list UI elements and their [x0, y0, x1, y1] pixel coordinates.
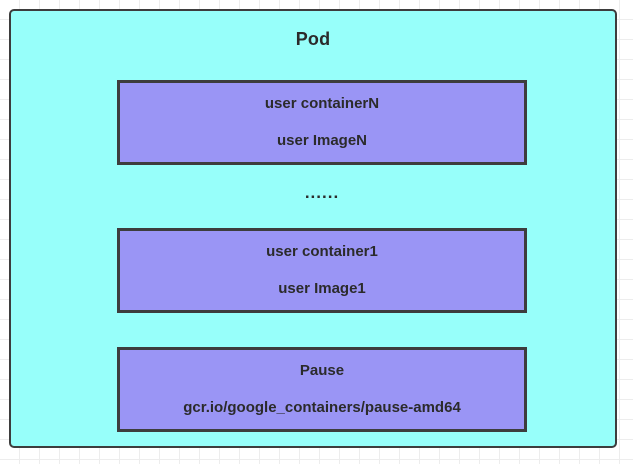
container1-name-label: user container1 [266, 243, 378, 260]
pause-name-label: Pause [299, 362, 345, 379]
container-box-containerN: user containerN user ImageN [117, 80, 527, 165]
pod-container: Pod user containerN user ImageN ...... u… [9, 9, 617, 448]
containerN-image-label: user ImageN [276, 131, 368, 149]
container1-image-label: user Image1 [278, 279, 366, 297]
pause-image-label: gcr.io/google_containers/pause-amd64 [183, 398, 461, 416]
pod-title: Pod [295, 29, 331, 49]
containerN-name-label: user containerN [264, 95, 380, 112]
ellipsis-label: ...... [304, 183, 340, 202]
container-box-pause: Pause gcr.io/google_containers/pause-amd… [117, 347, 527, 432]
container-box-container1: user container1 user Image1 [117, 228, 527, 313]
